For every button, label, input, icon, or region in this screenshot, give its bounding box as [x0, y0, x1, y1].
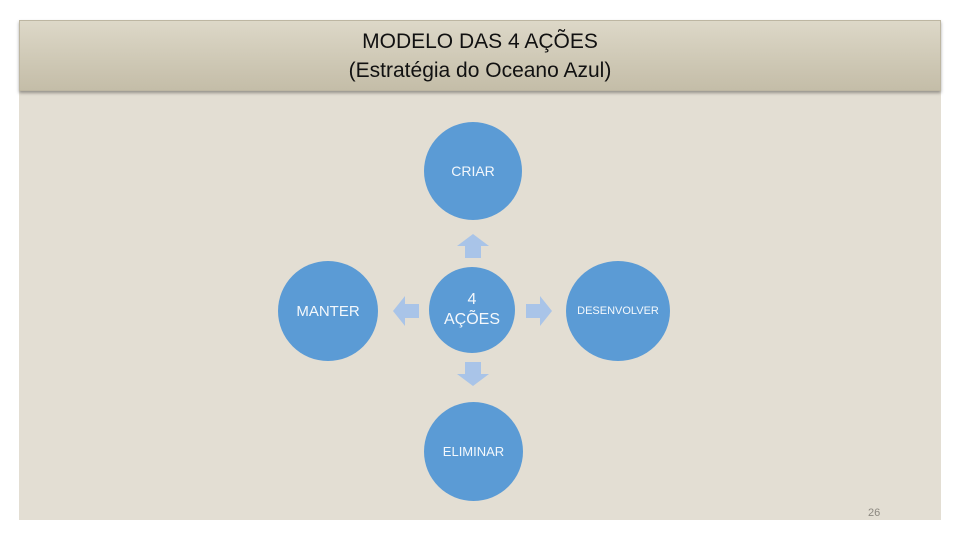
- node-criar: CRIAR: [424, 122, 522, 220]
- arrow-right-icon: [526, 296, 552, 326]
- center-label: AÇÕES: [443, 311, 500, 328]
- arrow-down-icon: [457, 362, 489, 386]
- node-desenvolver: DESENVOLVER: [566, 261, 670, 361]
- node-criar-label: CRIAR: [451, 163, 495, 179]
- node-manter: MANTER: [278, 261, 378, 361]
- node-eliminar: ELIMINAR: [424, 402, 523, 501]
- node-center: 4 AÇÕES: [429, 267, 515, 353]
- node-eliminar-label: ELIMINAR: [442, 444, 505, 459]
- center-number: 4: [467, 291, 477, 308]
- title-bar: MODELO DAS 4 AÇÕES (Estratégia do Oceano…: [19, 20, 941, 91]
- arrow-left-icon: [393, 296, 419, 326]
- node-desenvolver-label: DESENVOLVER: [577, 305, 659, 317]
- slide-subtitle: (Estratégia do Oceano Azul): [348, 59, 612, 82]
- node-manter-label: MANTER: [296, 302, 360, 320]
- slide-title: MODELO DAS 4 AÇÕES: [362, 30, 598, 53]
- arrow-up-icon: [457, 234, 489, 258]
- page-number: 26: [868, 507, 881, 519]
